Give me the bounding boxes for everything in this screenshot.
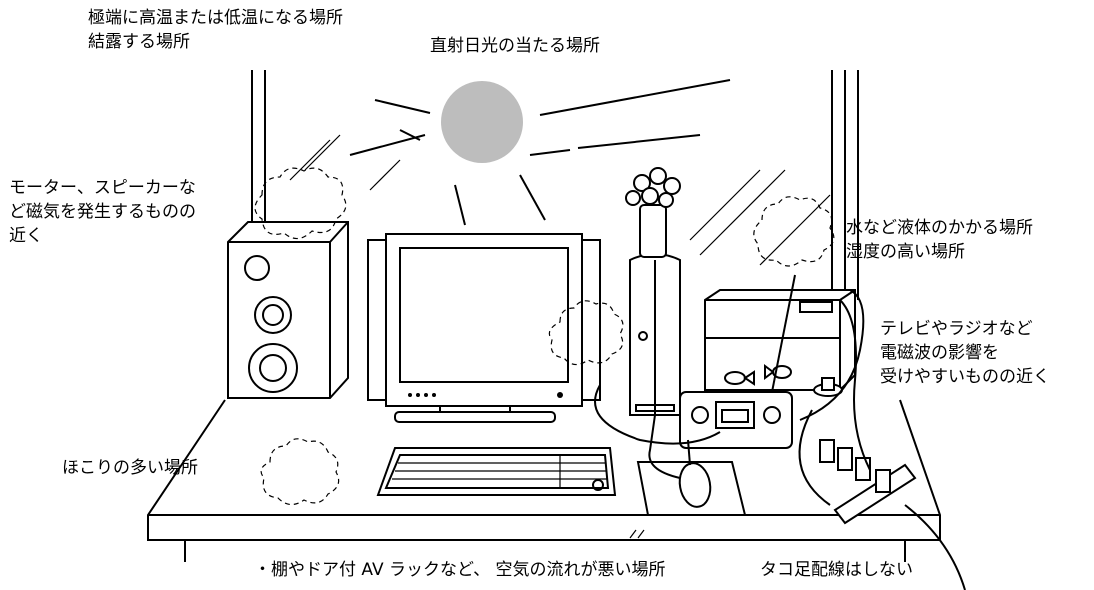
label-electromagnetic: テレビやラジオなど 電磁波の影響を 受けやすいものの近く (880, 319, 1050, 387)
mouse-icon (636, 439, 747, 516)
glass-reflections (289, 134, 831, 266)
label-dust: ほこりの多い場所 (62, 458, 198, 478)
power-strip-icon (594, 289, 966, 590)
computer-tower-icon (629, 253, 681, 416)
label-airflow: ・棚やドア付 AV ラックなど、 空気の流れが悪い場所 (254, 560, 666, 580)
monitor-icon (367, 233, 601, 423)
floor-line (629, 529, 645, 539)
label-magnetic: モーター、スピーカーな ど磁気を発生するものの 近く (9, 178, 196, 246)
label-extreme-temp: 極端に高温または低温になる場所 結露する場所 (88, 8, 343, 52)
fish-icon (724, 364, 792, 386)
speaker-icon (227, 221, 349, 399)
window-frame-right (831, 70, 859, 300)
keyboard-icon (376, 447, 617, 496)
cloud-icon (254, 167, 835, 506)
label-octopus-wiring: タコ足配線はしない (760, 560, 913, 580)
window-frame-left (251, 70, 266, 250)
flower-vase-icon (625, 167, 681, 258)
label-liquid: 水など液体のかかる場所 湿度の高い場所 (846, 218, 1033, 262)
label-direct-sun: 直射日光の当たる場所 (430, 36, 600, 56)
desk (147, 399, 941, 562)
radio-icon (679, 274, 796, 449)
sun-icon (349, 79, 731, 226)
